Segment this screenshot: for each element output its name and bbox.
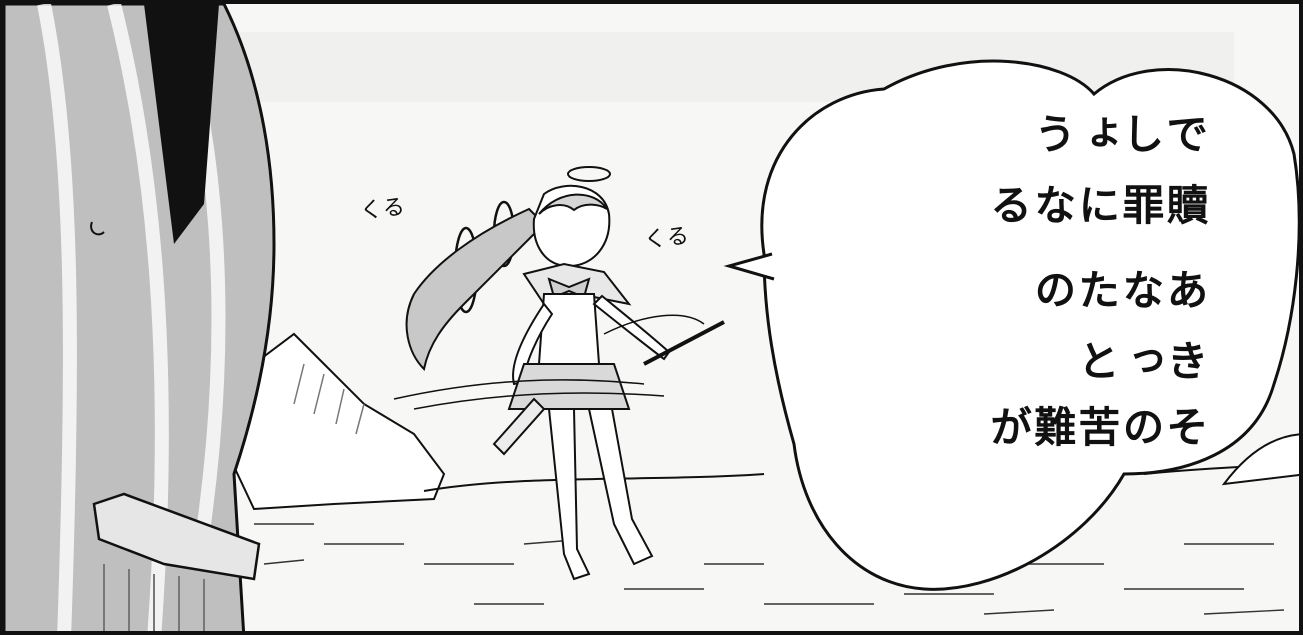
halo xyxy=(567,166,611,182)
foreground-dark-band xyxy=(144,4,219,244)
torso xyxy=(537,293,601,365)
bangs xyxy=(538,193,608,215)
speech-line-2: きっと xyxy=(1071,339,1209,388)
spin-motion-line xyxy=(393,379,665,410)
sword xyxy=(643,320,725,366)
spin-arc xyxy=(603,314,705,335)
speech-line-1: その苦難が xyxy=(983,405,1209,454)
foreground-ear-curl xyxy=(90,221,105,236)
foreground-cloth-stripes xyxy=(103,564,205,631)
distant-rock-right xyxy=(1221,433,1299,486)
sfx-spin-left: くる xyxy=(359,194,408,225)
panel-artwork xyxy=(4,4,1299,631)
ground-hatching xyxy=(254,523,1285,615)
speech-bubble-tail xyxy=(723,252,775,281)
angel-girl xyxy=(393,166,725,581)
speech-text: その苦難が きっと あなたの 贖罪になる でしょう xyxy=(866,112,1209,472)
rock-hill xyxy=(212,332,446,511)
skirt xyxy=(507,363,631,410)
rock-hatching xyxy=(293,363,365,435)
sword-blade-tip xyxy=(492,397,546,456)
speech-line-3: あなたの xyxy=(1027,268,1209,316)
speech-line-4: 贖罪になる xyxy=(983,183,1209,232)
ponytail xyxy=(405,207,546,372)
speech-bubble xyxy=(760,59,1299,591)
sfx-spin-right: くる xyxy=(643,223,692,254)
foreground-collar xyxy=(92,492,261,581)
right-leg xyxy=(587,408,654,566)
left-leg xyxy=(547,408,591,581)
speech-line-5: でしょう xyxy=(1027,112,1209,160)
